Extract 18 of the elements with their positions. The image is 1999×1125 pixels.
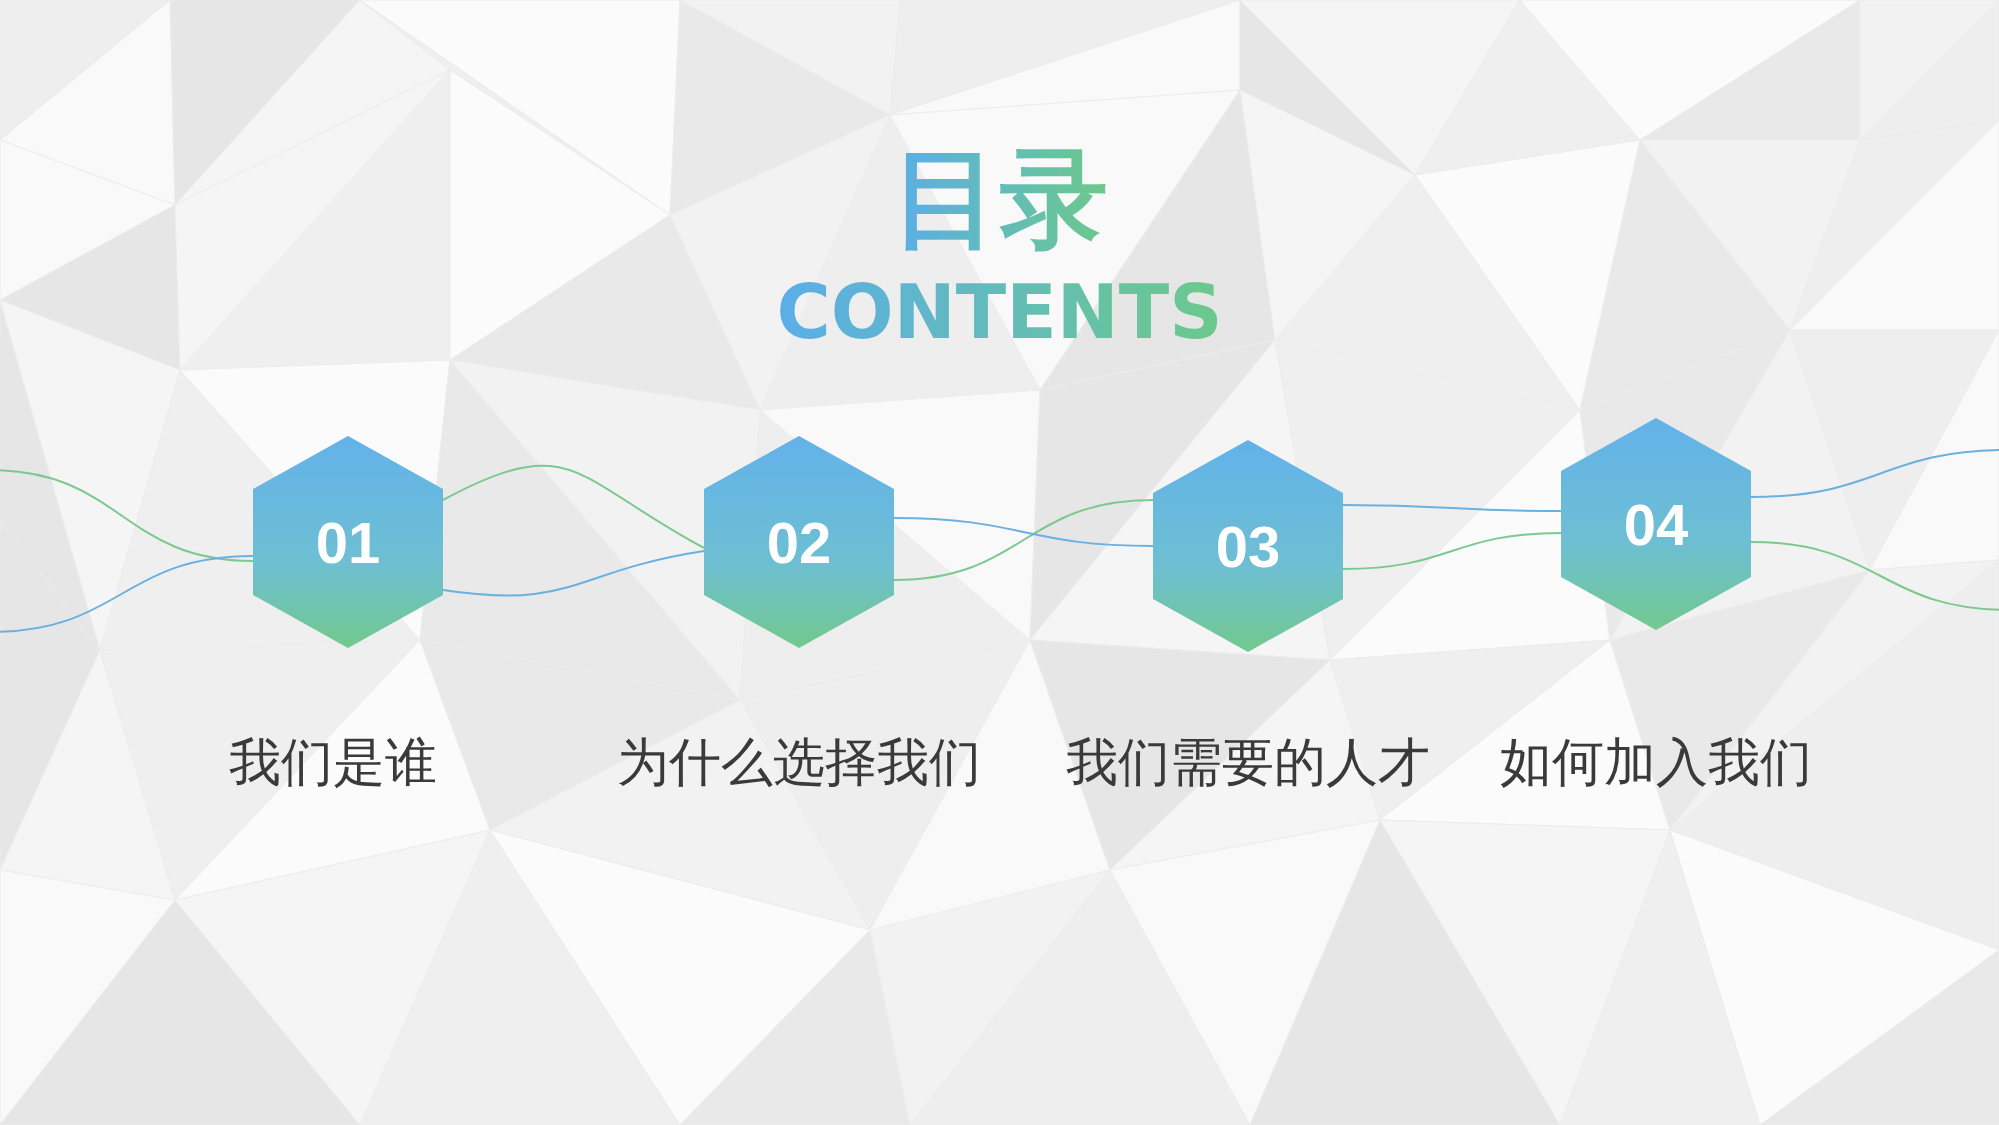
section-number: 03 bbox=[1215, 512, 1281, 580]
section-title: 为什么选择我们 bbox=[616, 731, 982, 794]
section-number: 04 bbox=[1623, 490, 1689, 558]
wave-line bbox=[442, 464, 705, 549]
wave-line bbox=[1750, 449, 1999, 498]
wave-line bbox=[1342, 504, 1562, 512]
section-title: 如何加入我们 bbox=[1499, 731, 1813, 794]
wave-line bbox=[442, 550, 705, 597]
wave-line bbox=[893, 517, 1154, 547]
section-title: 我们是谁 bbox=[228, 731, 438, 794]
section-number: 02 bbox=[766, 508, 832, 576]
wave-line bbox=[1342, 532, 1562, 570]
wave-line bbox=[893, 499, 1154, 581]
section-title: 我们需要的人才 bbox=[1065, 731, 1431, 794]
wave-line bbox=[0, 555, 254, 633]
wave-line bbox=[1750, 541, 1999, 611]
section-number: 01 bbox=[315, 508, 381, 576]
wave-line bbox=[0, 469, 254, 562]
